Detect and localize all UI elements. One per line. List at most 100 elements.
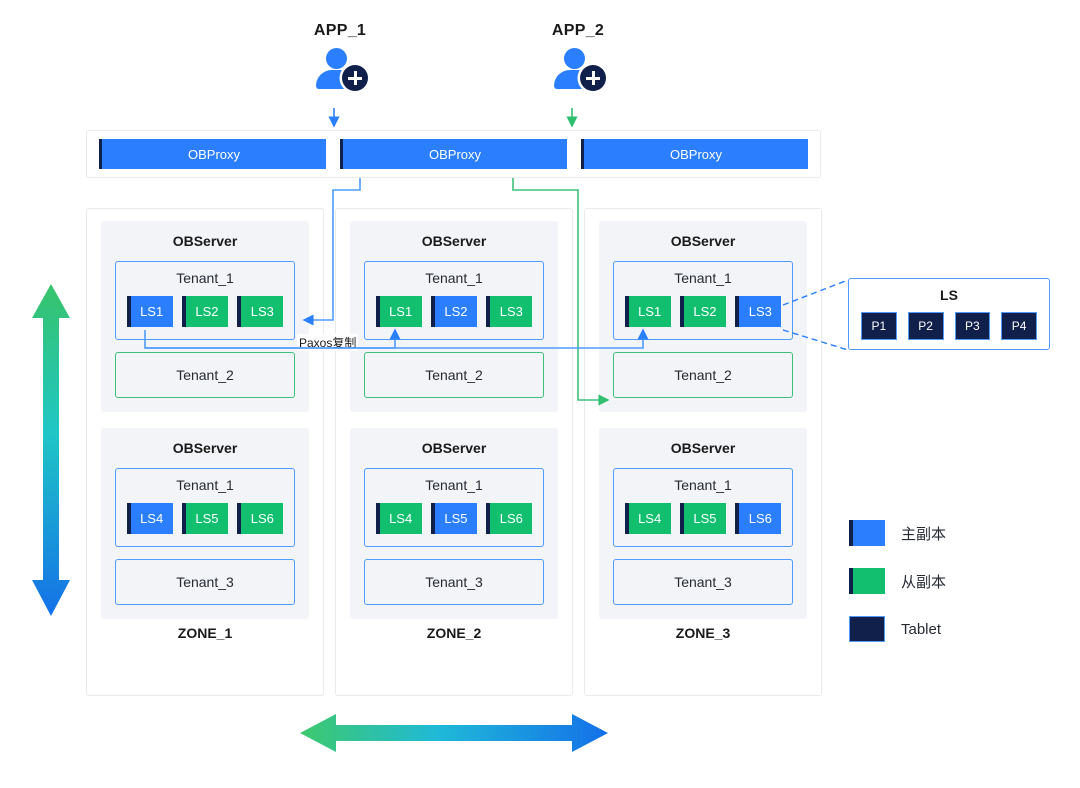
legend-row-primary: 主副本 [849,520,946,546]
obproxy-label: OBProxy [669,146,722,162]
legend-swatch-primary-icon [849,520,885,546]
ls-unit[interactable]: LS5 [181,503,228,534]
ls-unit[interactable]: LS2 [181,296,228,327]
tenant-title: Tenant_1 [674,477,732,493]
observer-zone2-bottom: OBServer Tenant_1 LS4 LS5 LS6 Tenant_3 [350,428,558,619]
ls-unit[interactable]: LS4 [126,503,173,534]
observer-title: OBServer [421,440,487,456]
observer-zone2-top: OBServer Tenant_1 LS1 LS2 LS3 Tenant_2 [350,221,558,412]
tenant-zone2-top-1: Tenant_1 LS1 LS2 LS3 [364,261,544,340]
obproxy-label: OBProxy [428,146,481,162]
legend-swatch-tablet-icon [849,616,885,642]
ls-unit[interactable]: LS5 [430,503,477,534]
ls-label: LS3 [250,304,274,319]
legend-swatch-replica-icon [849,568,885,594]
tenant-title: Tenant_1 [176,270,234,286]
tenant-zone1-top-1: Tenant_1 LS1 LS2 LS3 [115,261,295,340]
ls-row: LS4 LS5 LS6 [126,503,284,534]
user-head-shape [564,48,585,69]
ls-unit[interactable]: LS5 [679,503,726,534]
tenant-zone1-bottom-3: Tenant_3 [115,559,295,605]
obproxy-1[interactable]: OBProxy [340,139,567,169]
ls-label: LS2 [693,304,717,319]
tenant-title: Tenant_3 [176,574,234,590]
plus-badge-icon [580,65,606,91]
ls-unit[interactable]: LS3 [237,296,284,327]
ls-label: LS4 [389,511,413,526]
ls-label: LS1 [638,304,662,319]
legend-label: 主副本 [901,525,947,543]
user-head-shape [326,48,347,69]
obproxy-2[interactable]: OBProxy [581,139,808,169]
ls-label: LS2 [195,304,219,319]
obproxy-label: OBProxy [187,146,240,162]
tablet-label: P2 [918,319,933,333]
ls-label: LS4 [140,511,164,526]
legend-row-replica: 从副本 [849,568,946,594]
tablet-p4[interactable]: P4 [1001,312,1037,340]
ls-row: LS1 LS2 LS3 [624,296,782,327]
tablet-label: P1 [871,319,887,333]
ls-label: LS3 [499,304,523,319]
zone-label: ZONE_3 [675,625,731,641]
tenant-title: Tenant_1 [674,270,732,286]
ls-unit[interactable]: LS6 [735,503,782,534]
observer-title: OBServer [421,233,487,249]
horizontal-scaling-label: 水平扩展 [44,551,58,617]
plus-badge-icon [342,65,368,91]
tenant-title: Tenant_1 [176,477,234,493]
ls-row: LS1 LS2 LS3 [126,296,284,327]
ls-unit[interactable]: LS6 [486,503,533,534]
tablet-p2[interactable]: P2 [907,312,944,340]
observer-zone3-top: OBServer Tenant_1 LS1 LS2 LS3 Tenant_2 [599,221,807,412]
observer-title: OBServer [172,233,238,249]
tablet-p1[interactable]: P1 [861,312,897,340]
app-label: APP_1 [313,22,367,39]
ls-unit[interactable]: LS4 [375,503,422,534]
obproxy-bar: OBProxy OBProxy OBProxy [86,130,821,178]
ls-unit[interactable]: LS2 [679,296,726,327]
ls-detail-callout: LS P1 P2 P3 P4 [848,278,1050,350]
tenant-zone3-bottom-3: Tenant_3 [613,559,793,605]
ls-unit-ls3-zone3[interactable]: LS3 [735,296,782,327]
zone-2: OBServer Tenant_1 LS1 LS2 LS3 Tenant_2 O… [335,208,573,696]
ls-label: LS5 [444,511,468,526]
observer-title: OBServer [172,440,238,456]
tablet-row: P1 P2 P3 P4 [861,312,1037,340]
ls-label: LS6 [499,511,523,526]
observer-zone1-bottom: OBServer Tenant_1 LS4 LS5 LS6 Tenant_3 [101,428,309,619]
ls-unit[interactable]: LS6 [237,503,284,534]
tenant-zone1-top-2: Tenant_2 [115,352,295,398]
ls-unit[interactable]: LS1 [126,296,173,327]
observer-title: OBServer [670,440,736,456]
ls-label: LS3 [748,304,772,319]
tablet-label: P4 [1011,319,1027,333]
ls-label: LS6 [748,511,772,526]
tenant-zone3-top-1: Tenant_1 LS1 LS2 LS3 [613,261,793,340]
ls-row: LS4 LS5 LS6 [375,503,533,534]
paxos-replication-label: Paxos复制 [297,334,359,351]
legend-label: Tablet [901,620,942,638]
tenant-zone3-bottom-1: Tenant_1 LS4 LS5 LS6 [613,468,793,547]
ls-unit[interactable]: LS3 [486,296,533,327]
observer-zone1-top: OBServer Tenant_1 LS1 LS2 LS3 Tenant_2 [101,221,309,412]
app-group-1: APP_1 [287,22,393,92]
tenant-title: Tenant_1 [425,477,483,493]
observer-zone3-bottom: OBServer Tenant_1 LS4 LS5 LS6 Tenant_3 [599,428,807,619]
tenant-zone3-top-2: Tenant_2 [613,352,793,398]
ls-label: LS2 [444,304,468,319]
ls-unit[interactable]: LS4 [624,503,671,534]
tenant-zone2-bottom-1: Tenant_1 LS4 LS5 LS6 [364,468,544,547]
zone-1: OBServer Tenant_1 LS1 LS2 LS3 Tenant_2 O… [86,208,324,696]
obproxy-0[interactable]: OBProxy [99,139,326,169]
ls-row: LS1 LS2 LS3 [375,296,533,327]
ls-unit[interactable]: LS2 [430,296,477,327]
ls-unit[interactable]: LS1 [624,296,671,327]
tablet-p3[interactable]: P3 [954,312,991,340]
ls-unit[interactable]: LS1 [375,296,422,327]
app-group-2: APP_2 [525,22,631,92]
ls-label: LS1 [389,304,413,319]
zone-label: ZONE_2 [426,625,482,641]
tenant-zone1-bottom-1: Tenant_1 LS4 LS5 LS6 [115,468,295,547]
